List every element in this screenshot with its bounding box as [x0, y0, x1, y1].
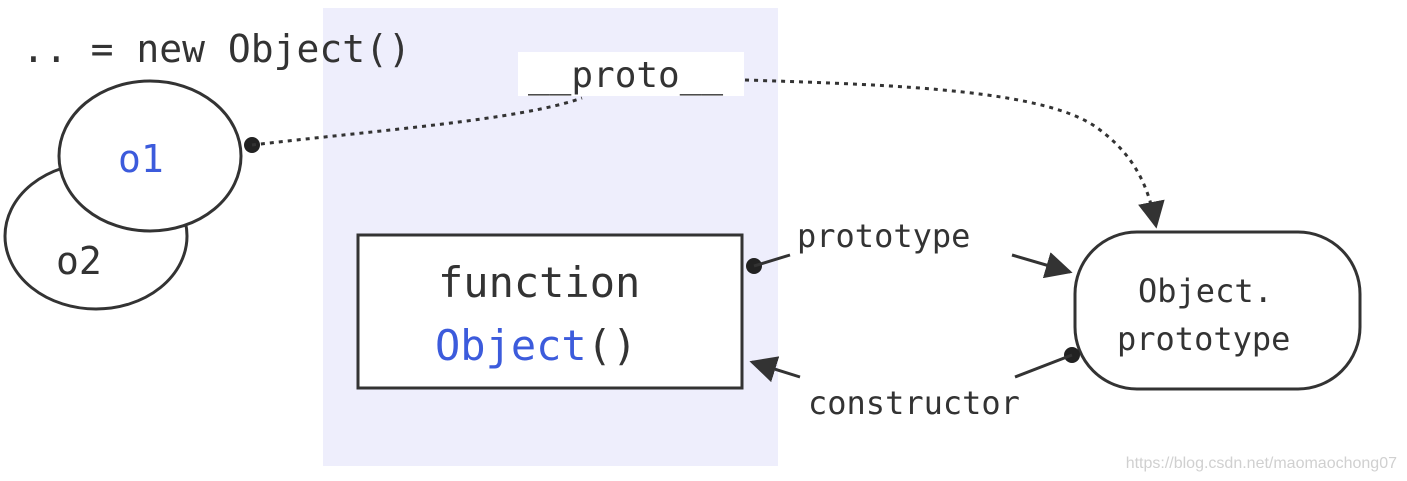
proto-label-background [518, 52, 744, 96]
instance-o2-label: o2 [56, 239, 102, 283]
function-keyword: function [438, 258, 640, 307]
function-parens: () [587, 321, 638, 370]
prototype-edge-label: prototype [797, 217, 970, 255]
function-object-box [356, 233, 744, 390]
object-prototype-node [1073, 230, 1362, 391]
proto-label: __proto__ [528, 55, 723, 96]
function-signature: Object() [435, 321, 637, 370]
proto-link-segment-2 [744, 78, 1165, 229]
instance-o1-ellipse [57, 79, 243, 233]
prototype-edge-segment-2 [1011, 252, 1073, 279]
object-prototype-line1: Object. [1138, 272, 1273, 310]
object-prototype-line2: prototype [1117, 320, 1290, 358]
prototype-edge-segment-1 [753, 253, 791, 268]
constructor-edge-label: constructor [808, 384, 1020, 422]
watermark: https://blog.csdn.net/maomaochong07 [1125, 455, 1397, 472]
function-name: Object [435, 321, 587, 370]
code-line: .. = new Object() [22, 27, 411, 71]
constructor-edge-segment-2 [749, 356, 801, 383]
proto-link-segment-1 [251, 96, 583, 147]
constructor-edge-segment-1 [1014, 353, 1073, 379]
instance-o1-label: o1 [118, 137, 164, 181]
